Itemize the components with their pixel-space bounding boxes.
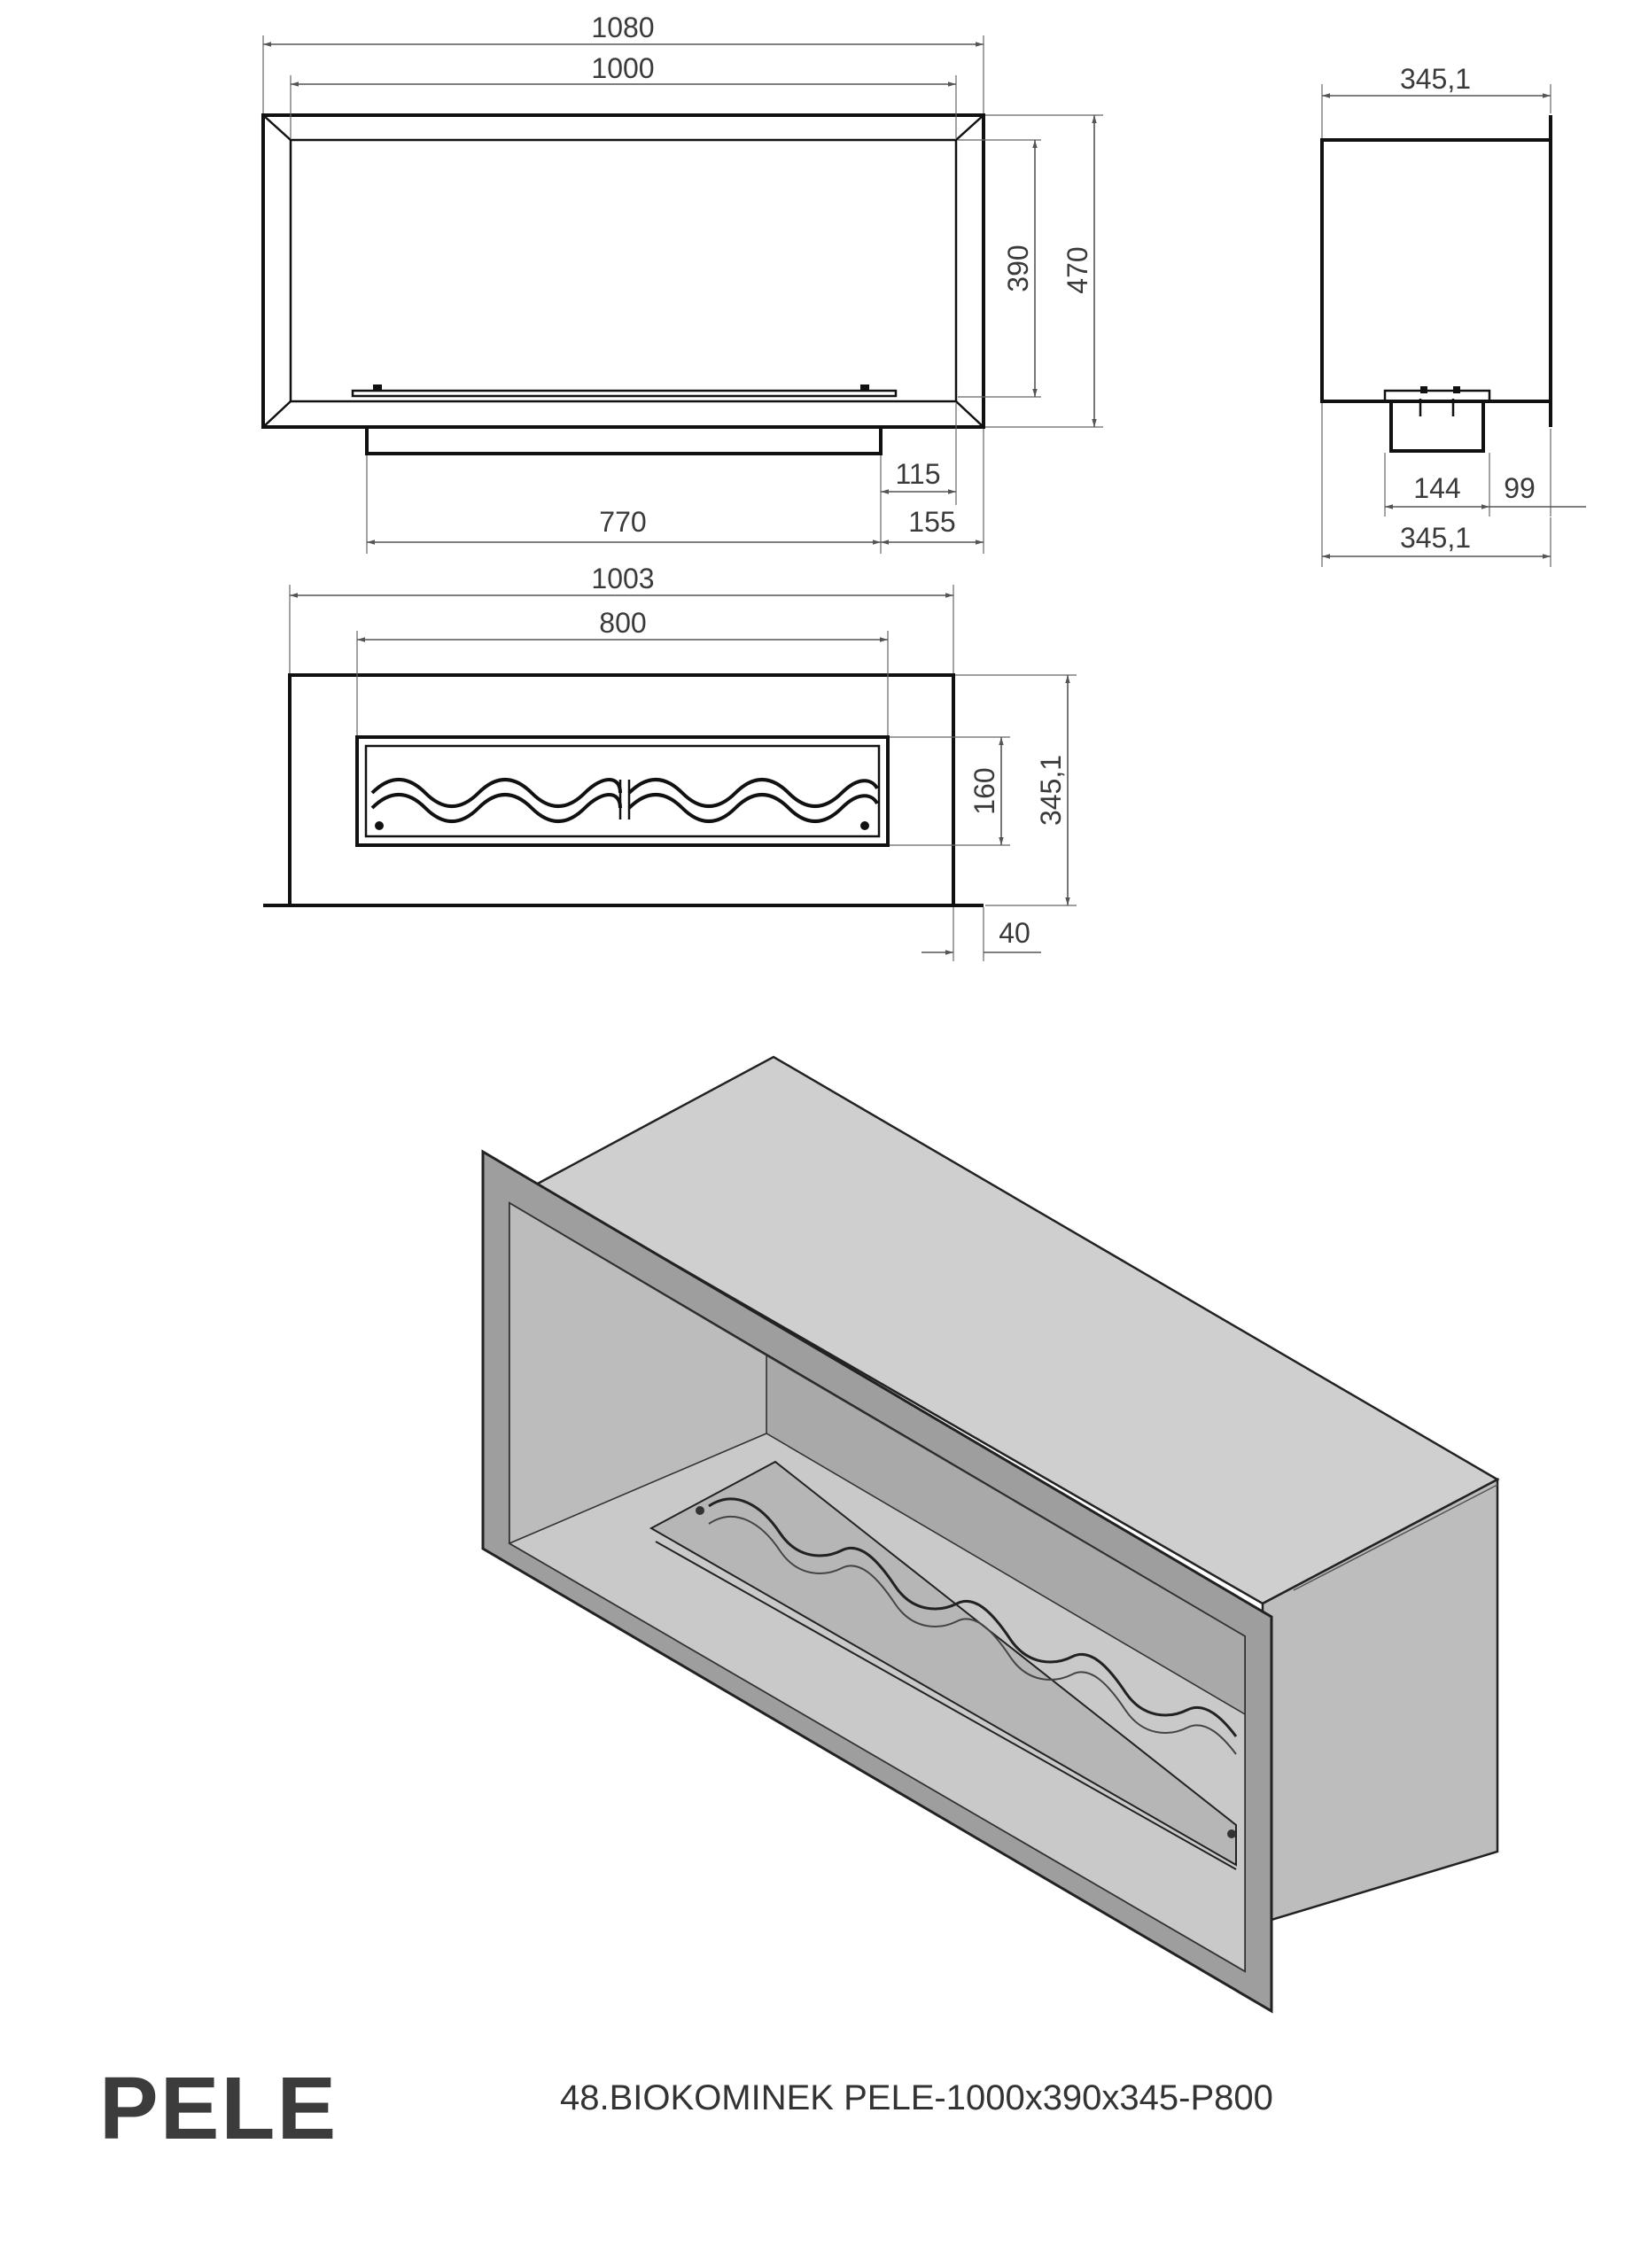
dim-99-label: 99 <box>1504 472 1536 504</box>
isometric-view <box>481 1055 1500 2014</box>
front-burner-peg-right <box>860 384 869 392</box>
iso-burner-wave <box>708 1497 1238 1737</box>
brand-logo: PELE <box>99 2059 338 2158</box>
top-burner-outer <box>355 735 890 847</box>
top-burner-screw-left <box>375 821 384 830</box>
top-burner-wave-upper <box>370 778 879 808</box>
dim-390-label: 390 <box>1002 245 1034 291</box>
side-view: 345,1 144 99 345,1 <box>1320 63 1586 567</box>
iso-burner-plate <box>649 1460 1237 1867</box>
dim-1000-label: 1000 <box>591 52 654 84</box>
side-burner-block <box>1389 400 1485 453</box>
dim-1080-label: 1080 <box>591 12 654 43</box>
top-burner-wave-lower <box>370 793 879 823</box>
side-body <box>1320 138 1552 403</box>
dim-top-depth-label: 345,1 <box>1035 755 1067 826</box>
dim-160-label: 160 <box>968 767 1000 814</box>
front-burner-peg-left <box>373 384 382 392</box>
top-body <box>288 673 955 904</box>
front-bevel-br <box>955 400 984 428</box>
front-lower-body <box>365 425 883 455</box>
front-outer-frame <box>261 113 985 429</box>
drawing-caption: 48.BIOKOMINEK PELE-1000x390x345-P800 <box>560 2078 1273 2117</box>
front-inner-opening <box>289 138 958 403</box>
dim-1003-label: 1003 <box>591 563 654 594</box>
top-burner-inner <box>364 744 881 838</box>
top-burner-screw-right <box>860 821 869 830</box>
dim-155-label: 155 <box>908 506 955 538</box>
dim-40-label: 40 <box>999 917 1030 949</box>
dim-144-label: 144 <box>1413 472 1460 504</box>
front-bevel-tr <box>955 114 984 141</box>
top-view: 1003 800 160 345,1 40 <box>263 563 1077 961</box>
dim-115-label: 115 <box>895 458 940 490</box>
dim-side-depth-top-label: 345,1 <box>1400 63 1471 95</box>
dim-800-label: 800 <box>599 607 646 639</box>
front-view: 1080 1000 390 470 115 770 155 <box>261 12 1103 554</box>
front-bevel-bl <box>262 400 292 428</box>
dim-770-label: 770 <box>599 506 646 538</box>
front-bevel-tl <box>262 114 292 141</box>
dim-side-depth-bottom-label: 345,1 <box>1400 522 1471 554</box>
front-burner-tray <box>351 389 898 398</box>
dim-470-label: 470 <box>1061 246 1093 293</box>
